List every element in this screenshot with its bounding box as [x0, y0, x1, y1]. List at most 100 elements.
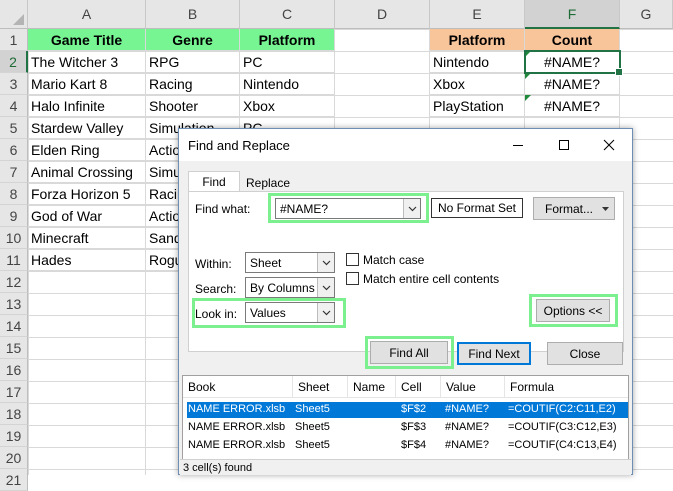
cell-e1-platform-header[interactable]: Platform: [430, 29, 525, 51]
row-header-14[interactable]: 14: [0, 315, 28, 337]
results-header-value[interactable]: Value: [441, 376, 505, 398]
cell-platform[interactable]: Nintendo: [240, 73, 335, 95]
row-header-10[interactable]: 10: [0, 227, 28, 249]
row-header-3[interactable]: 3: [0, 73, 28, 95]
results-row[interactable]: NAME ERROR.xlsb Sheet5 $F$2 #NAME? =COUT…: [187, 402, 628, 418]
close-button[interactable]: Close: [547, 342, 623, 365]
cell-platform[interactable]: PC: [240, 51, 335, 73]
results-header-name[interactable]: Name: [348, 376, 396, 398]
cell-summary-platform[interactable]: PlayStation: [430, 95, 525, 117]
results-header-formula[interactable]: Formula: [505, 376, 628, 398]
cell-a1-game-title-header[interactable]: Game Title: [28, 29, 146, 51]
results-header-book[interactable]: Book: [183, 376, 293, 398]
minimize-icon: [513, 145, 523, 146]
search-dropdown[interactable]: [317, 278, 334, 297]
results-header-cell[interactable]: Cell: [396, 376, 441, 398]
row-header-12[interactable]: 12: [0, 271, 28, 293]
cell-platform[interactable]: Xbox: [240, 95, 335, 117]
format-button[interactable]: Format...: [533, 197, 615, 220]
row-header-16[interactable]: 16: [0, 359, 28, 381]
within-select[interactable]: Sheet: [245, 252, 335, 273]
find-what-dropdown[interactable]: [403, 199, 420, 218]
find-what-input[interactable]: #NAME?: [275, 198, 421, 219]
cell-summary-platform[interactable]: Nintendo: [430, 51, 525, 73]
close-window-button[interactable]: [586, 129, 632, 161]
column-header-b[interactable]: B: [146, 0, 240, 29]
cell-game-title[interactable]: God of War: [28, 205, 146, 227]
row-header-21[interactable]: 21: [0, 469, 28, 491]
row-header-13[interactable]: 13: [0, 293, 28, 315]
minimize-button[interactable]: [495, 129, 541, 161]
dropdown-arrow-icon: [602, 207, 609, 211]
row-header-2[interactable]: 2: [0, 51, 28, 73]
row-header-4[interactable]: 4: [0, 95, 28, 117]
row-header-15[interactable]: 15: [0, 337, 28, 359]
column-header-g[interactable]: G: [620, 0, 673, 29]
column-header-c[interactable]: C: [240, 0, 335, 29]
cell-f1-count-header[interactable]: Count: [525, 29, 620, 51]
results-header-sheet[interactable]: Sheet: [293, 376, 348, 398]
column-header-a[interactable]: A: [28, 0, 146, 29]
row-header-1[interactable]: 1: [0, 29, 28, 51]
cell-game-title[interactable]: Stardew Valley: [28, 117, 146, 139]
maximize-icon: [559, 140, 569, 150]
cell-summary-count[interactable]: #NAME?: [525, 51, 620, 73]
select-all-corner[interactable]: [0, 0, 28, 29]
cell-game-title[interactable]: Halo Infinite: [28, 95, 146, 117]
find-what-value: #NAME?: [280, 201, 329, 216]
row-header-20[interactable]: 20: [0, 447, 28, 469]
row-header-7[interactable]: 7: [0, 161, 28, 183]
cell-game-title[interactable]: Forza Horizon 5: [28, 183, 146, 205]
row-header-5[interactable]: 5: [0, 117, 28, 139]
row-header-9[interactable]: 9: [0, 205, 28, 227]
row-header-11[interactable]: 11: [0, 249, 28, 271]
result-cell: $F$4: [401, 439, 427, 451]
cell-genre[interactable]: Racing: [146, 73, 240, 95]
row-header-18[interactable]: 18: [0, 403, 28, 425]
result-sheet: Sheet5: [295, 403, 330, 415]
within-dropdown[interactable]: [317, 253, 334, 272]
find-all-button[interactable]: Find All: [370, 341, 448, 364]
row-header-19[interactable]: 19: [0, 425, 28, 447]
cell-genre[interactable]: RPG: [146, 51, 240, 73]
options-button[interactable]: Options <<: [536, 299, 610, 322]
within-label: Within:: [195, 257, 232, 271]
row-header-17[interactable]: 17: [0, 381, 28, 403]
find-next-button[interactable]: Find Next: [457, 342, 531, 365]
tab-find-label: Find: [202, 175, 226, 189]
results-row[interactable]: NAME ERROR.xlsb Sheet5 $F$4 #NAME? =COUT…: [187, 438, 628, 454]
result-cell: $F$2: [401, 403, 427, 415]
search-select[interactable]: By Columns: [245, 277, 335, 298]
dialog-titlebar[interactable]: Find and Replace: [179, 129, 632, 161]
match-case-checkbox[interactable]: [346, 253, 359, 266]
look-in-dropdown[interactable]: [317, 303, 334, 322]
column-header-f[interactable]: F: [525, 0, 620, 29]
cell-summary-count[interactable]: #NAME?: [525, 73, 620, 95]
cell-game-title[interactable]: Minecraft: [28, 227, 146, 249]
cell-game-title[interactable]: Hades: [28, 249, 146, 271]
column-header-e[interactable]: E: [430, 0, 525, 29]
cell-game-title[interactable]: Animal Crossing: [28, 161, 146, 183]
maximize-button[interactable]: [541, 129, 587, 161]
cell-summary-platform[interactable]: Xbox: [430, 73, 525, 95]
look-in-select[interactable]: Values: [245, 302, 335, 323]
tab-replace-label: Replace: [245, 176, 291, 190]
cell-game-title[interactable]: Mario Kart 8: [28, 73, 146, 95]
match-entire-checkbox[interactable]: [346, 272, 359, 285]
cell-game-title[interactable]: The Witcher 3: [28, 51, 146, 73]
results-row[interactable]: NAME ERROR.xlsb Sheet5 $F$3 #NAME? =COUT…: [187, 420, 628, 436]
column-header-d[interactable]: D: [335, 0, 430, 29]
result-book: NAME ERROR.xlsb: [188, 403, 286, 415]
cell-c1-platform-header[interactable]: Platform: [240, 29, 335, 51]
within-value: Sheet: [250, 255, 282, 270]
cell-genre[interactable]: Shooter: [146, 95, 240, 117]
tab-replace[interactable]: Replace: [240, 173, 296, 193]
results-list[interactable]: Book Sheet Name Cell Value Formula NAME …: [182, 375, 629, 471]
row-header-6[interactable]: 6: [0, 139, 28, 161]
cell-summary-count[interactable]: #NAME?: [525, 95, 620, 117]
cell-b1-genre-header[interactable]: Genre: [146, 29, 240, 51]
format-button-label: Format...: [544, 201, 593, 216]
tab-find[interactable]: Find: [188, 171, 240, 192]
cell-game-title[interactable]: Elden Ring: [28, 139, 146, 161]
row-header-8[interactable]: 8: [0, 183, 28, 205]
